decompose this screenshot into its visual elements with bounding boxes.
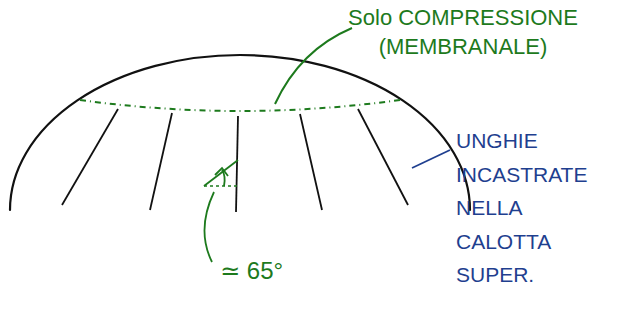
angle-arrow bbox=[215, 168, 228, 176]
rib-line bbox=[300, 114, 322, 210]
angle-label: ≃ 65° bbox=[220, 256, 330, 286]
rib-line bbox=[236, 116, 238, 212]
note-label: Solo COMPRESSIONE (MEMBRANALE) bbox=[318, 4, 608, 61]
angle-line bbox=[204, 185, 238, 187]
rib-line bbox=[150, 113, 172, 210]
note-label: UNGHIE INCASTRATE NELLA CALOTTA SUPER. bbox=[456, 124, 612, 292]
rib-line bbox=[62, 109, 118, 205]
dome-outline bbox=[10, 55, 470, 210]
leader-line bbox=[204, 192, 214, 262]
leader-line bbox=[412, 150, 450, 168]
leader-line bbox=[275, 28, 352, 104]
angle-line bbox=[204, 160, 238, 186]
ring-line bbox=[80, 100, 400, 111]
rib-line bbox=[358, 109, 408, 205]
